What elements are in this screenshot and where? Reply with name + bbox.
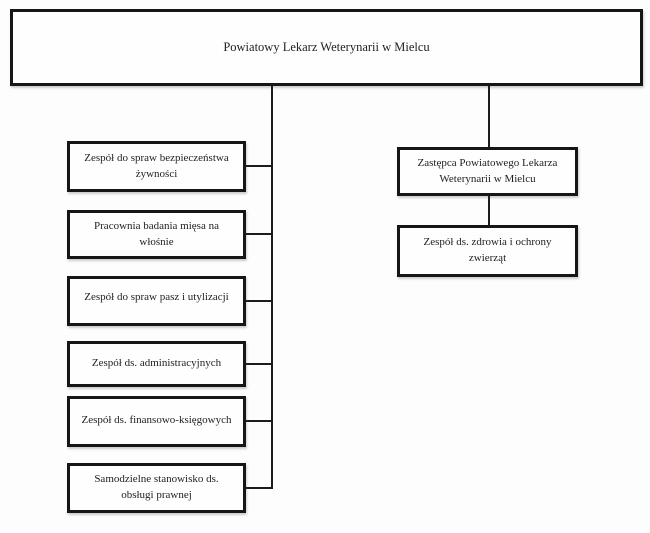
org-box-meat-lab-line2: włośnie bbox=[139, 235, 174, 248]
org-box-food-safety-line1: Zespół do spraw bezpieczeństwa bbox=[84, 151, 229, 164]
org-box-food-safety: Zespół do spraw bezpieczeństwa żywności bbox=[67, 141, 246, 192]
org-box-animal-health-line1: Zespół ds. zdrowia i ochrony bbox=[423, 236, 552, 249]
org-box-feed-utilization-label: Zespół do spraw pasz i utylizacji bbox=[84, 291, 229, 303]
org-box-finance-label: Zespół ds. finansowo-księgowych bbox=[81, 414, 232, 426]
org-box-finance: Zespół ds. finansowo-księgowych bbox=[67, 396, 246, 447]
connector-stub-administrative bbox=[246, 363, 272, 365]
connector-stub-finance bbox=[246, 420, 272, 422]
connector-trunk-left bbox=[271, 86, 273, 489]
org-box-meat-lab: Pracownia badania mięsa na włośnie bbox=[67, 210, 246, 259]
org-box-meat-lab-line1: Pracownia badania mięsa na bbox=[94, 219, 219, 232]
connector-stub-meat-lab bbox=[246, 233, 272, 235]
connector-deputy-to-animal-health bbox=[488, 196, 490, 225]
org-box-legal: Samodzielne stanowisko ds. obsługi prawn… bbox=[67, 463, 246, 513]
org-box-feed-utilization: Zespół do spraw pasz i utylizacji bbox=[67, 276, 246, 326]
org-box-administrative-label: Zespół ds. administracyjnych bbox=[91, 357, 222, 370]
org-box-legal-line1: Samodzielne stanowisko ds. bbox=[94, 473, 219, 486]
org-box-animal-health: Zespół ds. zdrowia i ochrony zwierząt bbox=[397, 225, 578, 277]
connector-stub-feed-utilization bbox=[246, 300, 272, 302]
org-box-root: Powiatowy Lekarz Weterynarii w Mielcu bbox=[10, 9, 643, 86]
org-box-deputy: Zastępca Powiatowego Lekarza Weterynarii… bbox=[397, 147, 578, 196]
org-box-deputy-line1: Zastępca Powiatowego Lekarza bbox=[417, 156, 558, 169]
org-box-food-safety-line2: żywności bbox=[135, 167, 178, 180]
connector-stub-food-safety bbox=[246, 165, 272, 167]
connector-trunk-right bbox=[488, 86, 490, 147]
connector-stub-legal bbox=[246, 487, 272, 489]
org-box-legal-line2: obsługi prawnej bbox=[121, 489, 192, 501]
org-box-animal-health-line2: zwierząt bbox=[468, 252, 507, 264]
org-box-administrative: Zespół ds. administracyjnych bbox=[67, 341, 246, 387]
org-box-deputy-line2: Weterynarii w Mielcu bbox=[439, 172, 536, 185]
org-box-root-label: Powiatowy Lekarz Weterynarii w Mielcu bbox=[223, 40, 430, 55]
